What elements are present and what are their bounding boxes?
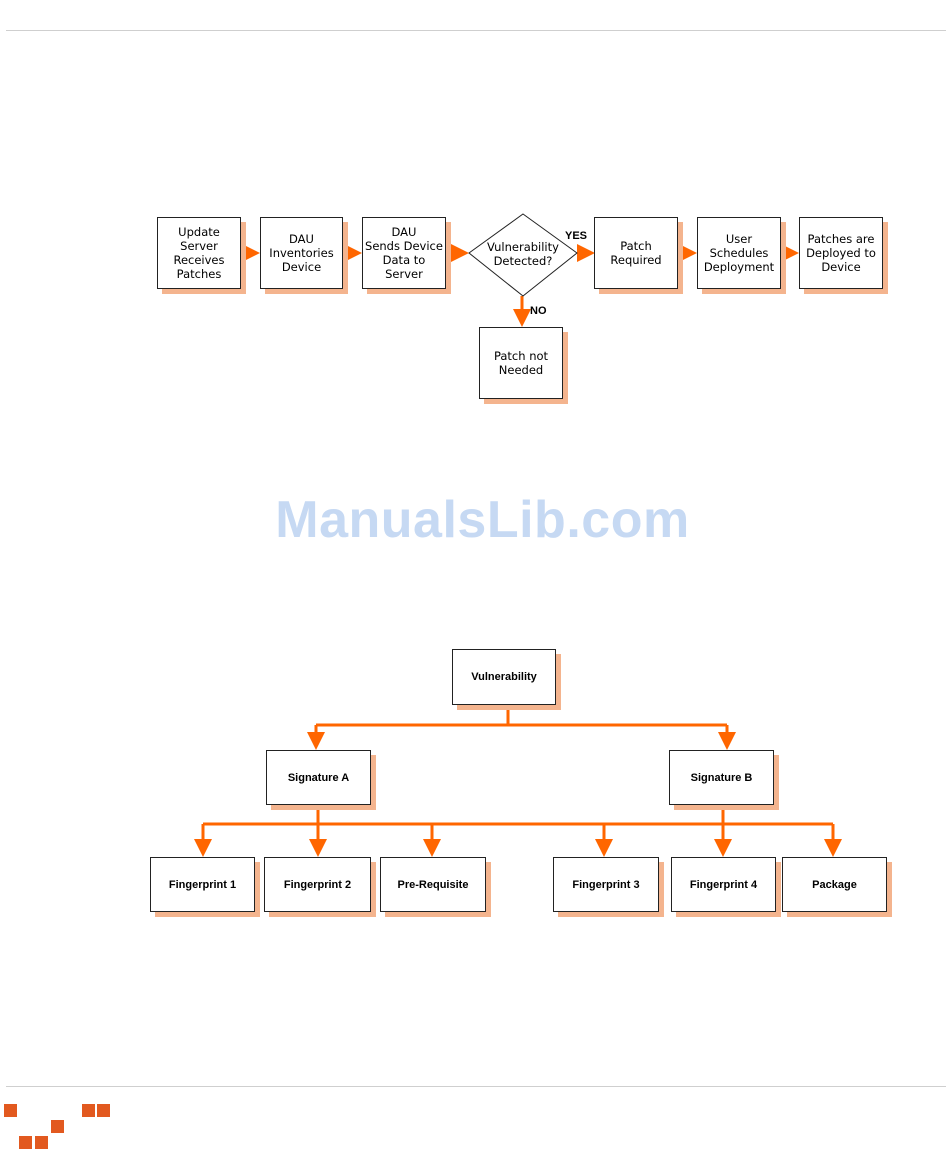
no-label: NO: [530, 305, 547, 317]
node-fingerprint-3: Fingerprint 3: [553, 857, 659, 912]
step-update-server: Update Server Receives Patches: [157, 217, 241, 289]
step-patch-not-needed: Patch not Needed: [479, 327, 563, 399]
node-signature-a: Signature A: [266, 750, 371, 805]
step-dau-sends-data: DAU Sends Device Data to Server: [362, 217, 446, 289]
bottom-divider: [6, 1086, 946, 1087]
node-pre-requisite: Pre-Requisite: [380, 857, 486, 912]
step-dau-inventories: DAU Inventories Device: [260, 217, 343, 289]
decision-label: Vulnerability Detected?: [487, 240, 559, 268]
decision-diamond: [468, 213, 578, 297]
node-fingerprint-1: Fingerprint 1: [150, 857, 255, 912]
node-package: Package: [782, 857, 887, 912]
yes-label: YES: [565, 230, 588, 242]
step-user-schedules: User Schedules Deployment: [697, 217, 781, 289]
node-signature-b: Signature B: [669, 750, 774, 805]
node-vulnerability: Vulnerability: [452, 649, 556, 705]
top-divider: [6, 30, 946, 31]
node-fingerprint-2: Fingerprint 2: [264, 857, 371, 912]
step-patches-deployed: Patches are Deployed to Device: [799, 217, 883, 289]
node-fingerprint-4: Fingerprint 4: [671, 857, 776, 912]
step-patch-required: Patch Required: [594, 217, 678, 289]
watermark: ManualsLib.com: [275, 491, 690, 549]
